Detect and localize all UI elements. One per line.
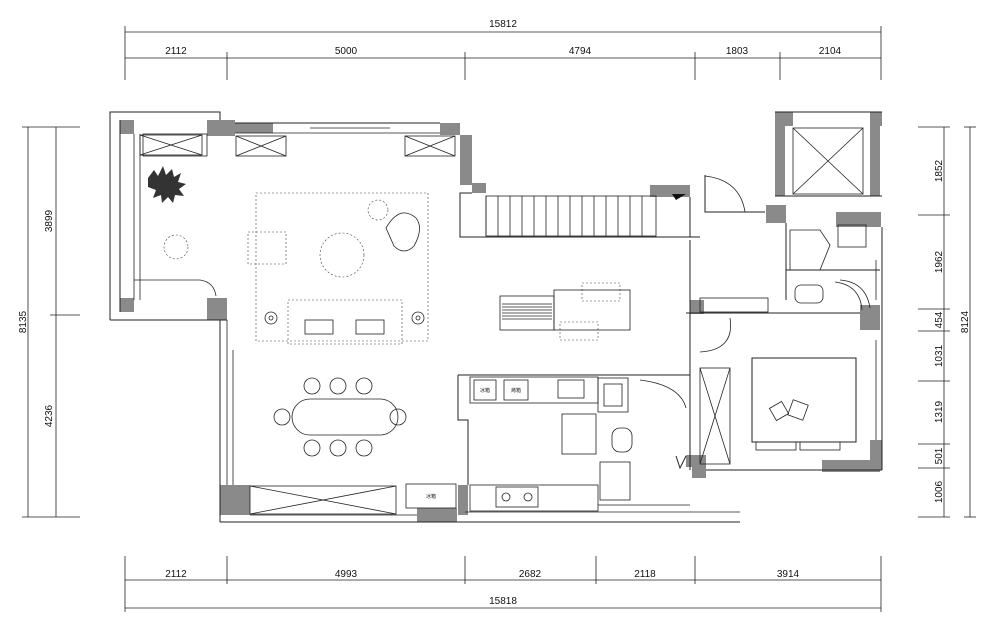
living-room xyxy=(142,133,456,345)
fridge-top xyxy=(473,379,497,401)
armchair xyxy=(247,231,287,265)
bottom-seg-2: 4993 xyxy=(335,569,358,580)
dining-area xyxy=(273,377,407,457)
lounge-chair xyxy=(385,212,420,252)
left-total-dim: 8135 xyxy=(18,310,29,333)
staircase xyxy=(485,194,686,237)
dining-chair xyxy=(389,408,407,426)
bedroom xyxy=(699,281,863,465)
coffee-table xyxy=(319,232,365,278)
dining-table xyxy=(291,398,399,436)
right-seg-3: 454 xyxy=(934,311,945,328)
dining-chair xyxy=(273,408,291,426)
bottom-seg-1: 2112 xyxy=(165,569,187,580)
dining-chair xyxy=(355,377,373,395)
balcony-plant xyxy=(139,134,203,260)
dining-chair xyxy=(329,439,347,457)
walls xyxy=(120,112,882,522)
wardrobe xyxy=(699,367,731,465)
kitchen-cabinets: 冰箱 烤箱 xyxy=(469,376,631,512)
bottom-dimension-chain: 2112 4993 2682 2118 3914 15818 xyxy=(124,556,882,612)
bathroom xyxy=(611,224,871,470)
left-seg-1: 3899 xyxy=(44,209,55,232)
left-seg-2: 4236 xyxy=(44,404,55,427)
right-seg-6: 501 xyxy=(934,447,945,464)
right-dimension-chain: 1852 1962 454 1031 1319 501 1006 8124 xyxy=(918,126,976,518)
right-seg-5: 1319 xyxy=(934,400,945,423)
bottom-total-dim: 15818 xyxy=(489,596,517,607)
fridge-bottom xyxy=(405,483,457,509)
right-total-dim: 8124 xyxy=(960,310,971,333)
top-seg-5: 2104 xyxy=(819,46,842,57)
right-seg-7: 1006 xyxy=(934,480,945,503)
dining-chair xyxy=(303,439,321,457)
toilet xyxy=(611,427,633,453)
top-seg-1: 2112 xyxy=(165,46,187,57)
top-seg-4: 1803 xyxy=(726,46,749,57)
left-dimension-chain: 8135 3899 4236 xyxy=(18,126,80,518)
dining-chair xyxy=(355,439,373,457)
kitchen-island xyxy=(499,282,631,341)
top-dimension-chain: 15812 2112 5000 4794 1803 2104 xyxy=(124,19,882,80)
right-seg-2: 1962 xyxy=(934,250,945,273)
bed xyxy=(751,357,857,443)
right-seg-1: 1852 xyxy=(934,159,945,182)
dining-chair xyxy=(329,377,347,395)
bottom-seg-5: 3914 xyxy=(777,569,800,580)
dining-cabinet: 冰箱 xyxy=(249,483,457,515)
top-total-dim: 15812 xyxy=(489,19,517,30)
fridge-bottom-label: 冰箱 xyxy=(426,493,436,500)
building-outline xyxy=(109,111,883,523)
oven-top-label: 烤箱 xyxy=(511,387,521,394)
right-seg-4: 1031 xyxy=(934,344,945,367)
living-rug xyxy=(255,192,429,342)
bottom-seg-4: 2118 xyxy=(634,569,656,580)
cooktop xyxy=(495,486,539,508)
top-seg-3: 4794 xyxy=(569,46,592,57)
sofa xyxy=(287,299,403,345)
oven-top xyxy=(503,379,529,401)
top-seg-2: 5000 xyxy=(335,46,358,57)
fridge-top-label: 冰箱 xyxy=(480,387,490,394)
bottom-seg-3: 2682 xyxy=(519,569,542,580)
bath-door-swing xyxy=(639,379,687,409)
dining-chair xyxy=(303,377,321,395)
